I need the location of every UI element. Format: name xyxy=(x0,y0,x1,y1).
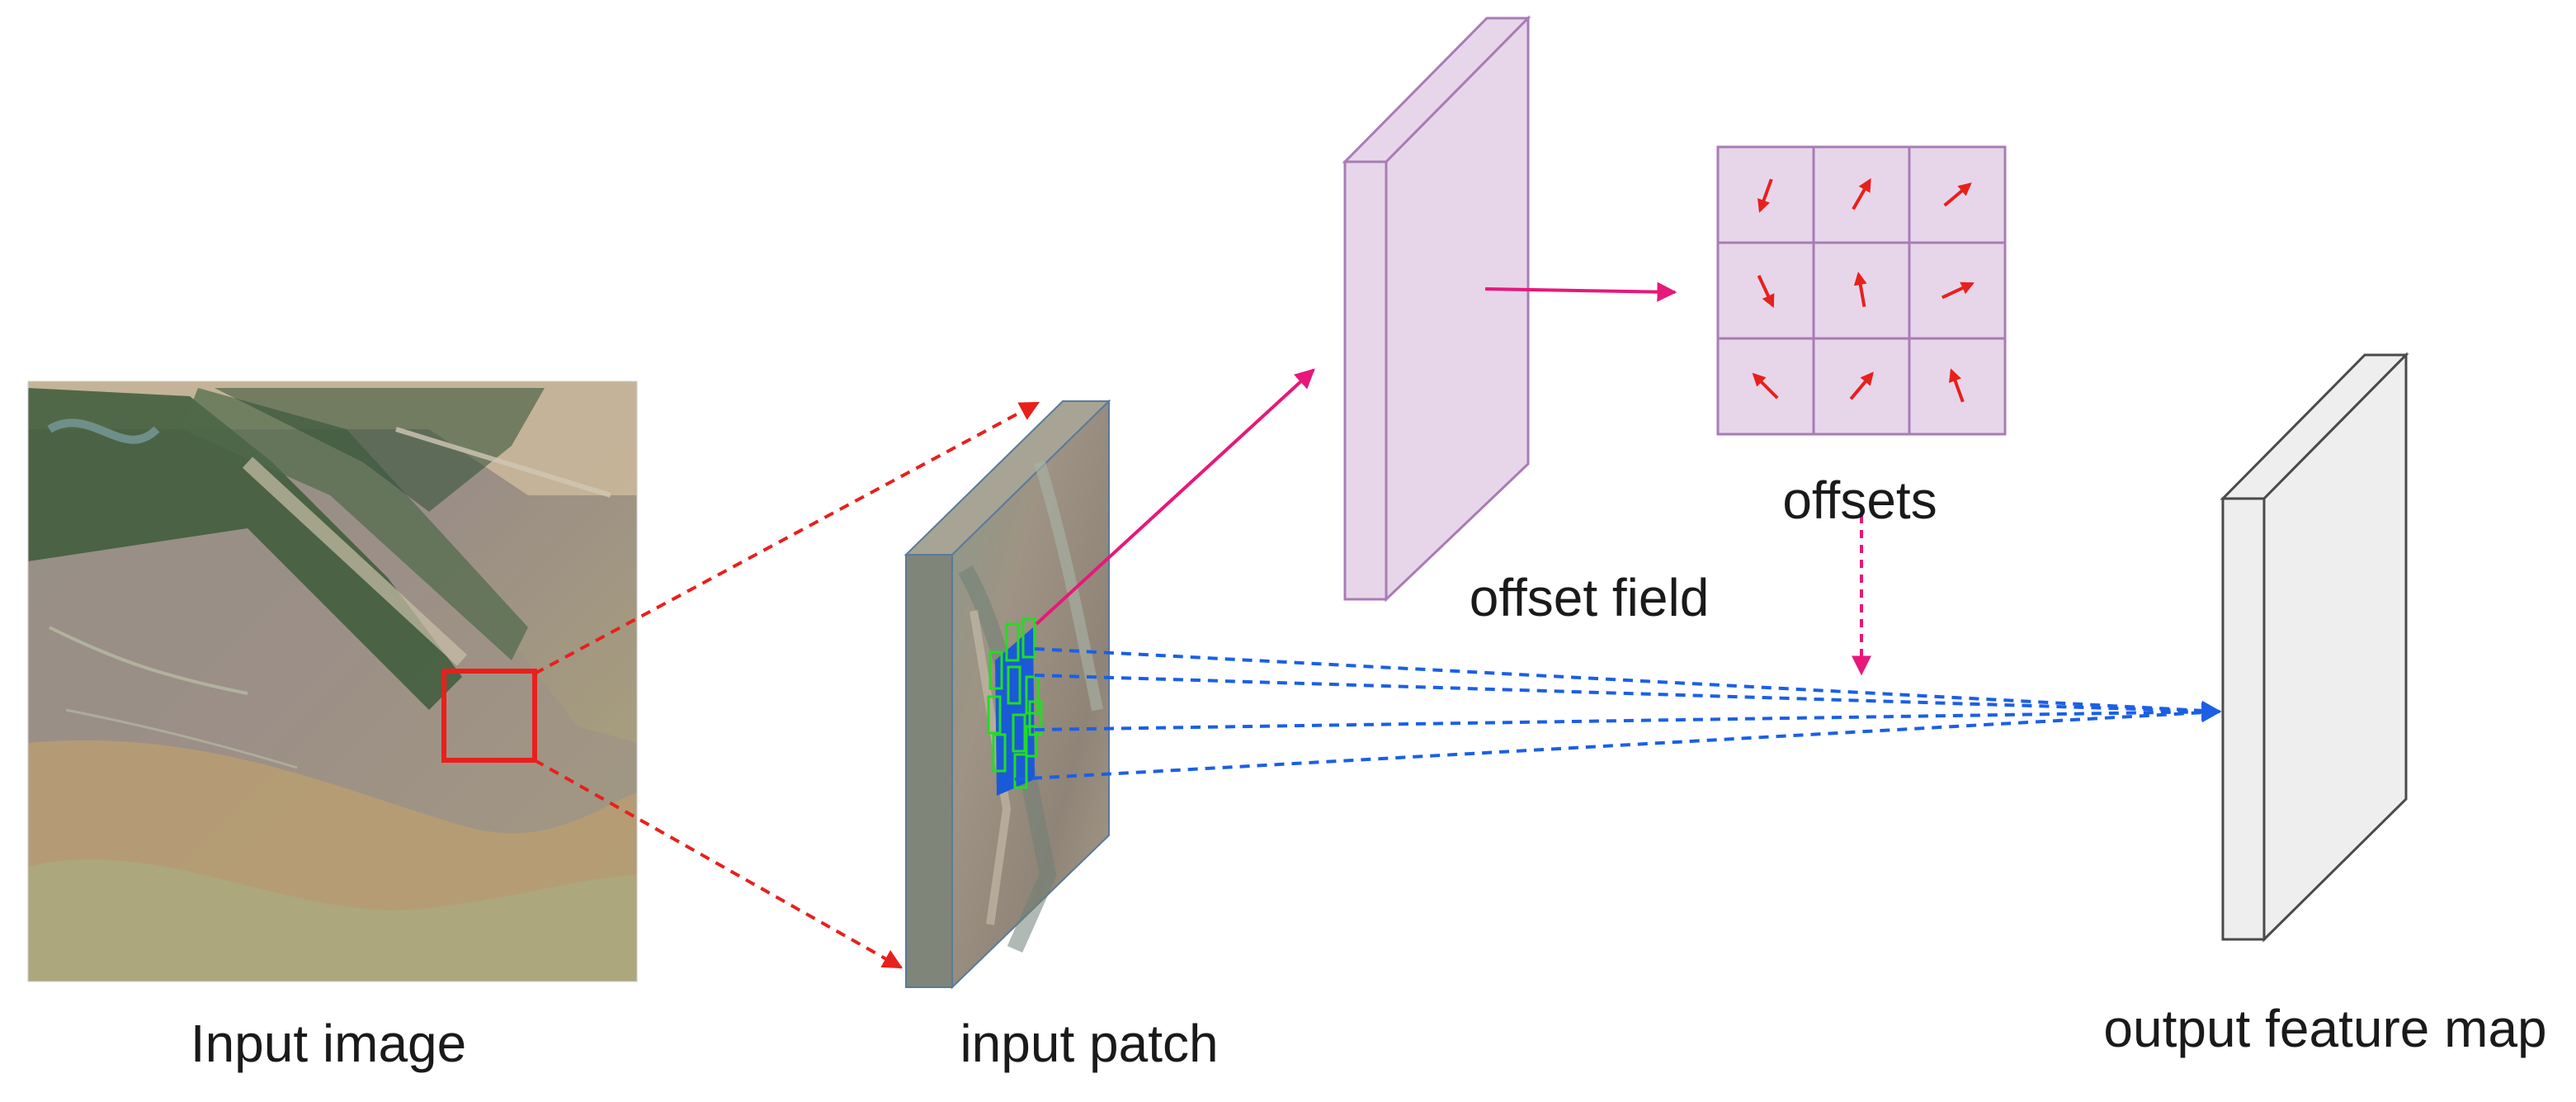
sampling-lines xyxy=(1014,647,2222,781)
output-feature-map xyxy=(2220,352,2409,943)
sampling-line xyxy=(1034,647,2222,721)
offset-arrow xyxy=(1853,272,1867,308)
offset-field xyxy=(1342,15,1531,603)
offset-arrow xyxy=(1941,281,1975,300)
offset-arrow xyxy=(1949,368,1965,403)
sampling-line xyxy=(1014,702,2222,781)
offset-field-label: offset field xyxy=(1469,568,1710,627)
output-feature-map-label: output feature map xyxy=(2103,999,2547,1058)
conv-arrow xyxy=(1035,368,1315,626)
offset-field-arrow xyxy=(1484,281,1677,302)
offset-arrow xyxy=(1852,177,1871,210)
input-patch-label: input patch xyxy=(960,1014,1219,1073)
projection-arrows xyxy=(534,401,1040,969)
offset-arrows xyxy=(1752,177,1975,403)
projection-arrow-top xyxy=(534,401,1040,675)
input-image-label: Input image xyxy=(190,1014,467,1073)
kernel-samples xyxy=(987,617,1043,796)
sampling-line xyxy=(1034,702,2222,731)
input-image xyxy=(27,381,638,982)
offset-arrow xyxy=(1757,178,1773,213)
selection-box xyxy=(441,669,537,763)
offset-arrow xyxy=(1943,182,1972,207)
projection-arrow-bottom xyxy=(534,759,903,969)
sampling-line xyxy=(1034,674,2222,721)
offset-arrow xyxy=(1849,371,1874,400)
offsets-grid xyxy=(1716,145,2007,436)
offset-arrow xyxy=(1752,372,1779,400)
offset-arrow xyxy=(1757,275,1775,309)
offsets-label: offsets xyxy=(1782,471,1937,530)
